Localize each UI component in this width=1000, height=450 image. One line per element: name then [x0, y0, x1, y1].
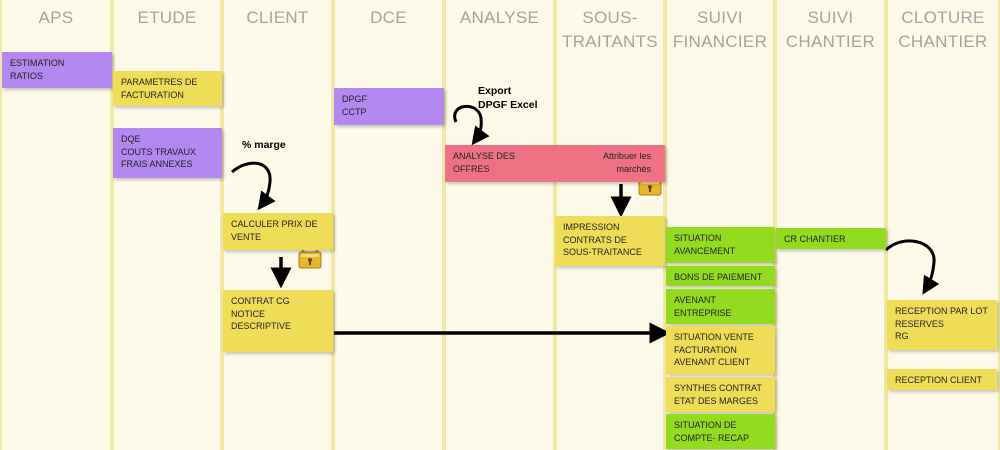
arrow-curve-export: [453, 104, 490, 146]
card-analyse-offres: ANALYSE DES OFFRES: [445, 145, 555, 182]
arrow-curve-cr-chantier: [884, 239, 940, 295]
lane-header-suivi-chantier: SUIVI CHANTIER: [785, 8, 876, 51]
lane-header-dce: DCE: [370, 8, 407, 27]
lane-header-analyse: ANALYSE: [459, 8, 540, 27]
card-situation-avancement: SITUATION AVANCEMENT: [666, 227, 775, 263]
lane-analyse: ANALYSE: [444, 0, 555, 450]
card-synthes-contrat: SYNTHES CONTRAT ETAT DES MARGES: [666, 377, 775, 412]
card-reception-par-lot: RECEPTION PAR LOT RESERVES RG: [887, 300, 997, 350]
card-dpgf-cctp: DPGF CCTP: [334, 88, 444, 125]
lane-header-suivi-financier: SUIVI FINANCIER: [672, 8, 768, 51]
lane-suivi-chantier: SUIVI CHANTIER: [775, 0, 886, 450]
card-estimation-ratios: ESTIMATION RATIOS: [2, 52, 112, 88]
arrow-curve-marge: [231, 161, 276, 211]
card-contrat-cg: CONTRAT CG NOTICE DESCRIPTIVE: [223, 290, 333, 352]
lane-dce: DCE: [333, 0, 444, 450]
lane-suivi-financier: SUIVI FINANCIER: [665, 0, 775, 450]
lane-header-sous-traitants: SOUS- TRAITANTS: [562, 8, 658, 51]
lane-header-aps: APS: [38, 8, 74, 27]
card-reception-client: RECEPTION CLIENT: [887, 369, 997, 390]
card-cr-chantier: CR CHANTIER: [776, 228, 886, 249]
card-calculer-prix: CALCULER PRIX DE VENTE: [223, 213, 333, 250]
lane-header-client: CLIENT: [246, 8, 309, 27]
card-situation-compte: SITUATION DE COMPTE- RECAP: [666, 414, 775, 449]
lane-header-cloture-chantier: CLOTURE CHANTIER: [898, 8, 988, 51]
note-marge: % marge: [242, 139, 286, 151]
card-impression-contrats: IMPRESSION CONTRATS DE SOUS-TRAITANCE: [555, 216, 665, 266]
card-bons-paiement: BONS DE PAIEMENT: [666, 266, 775, 286]
note-export-dpgf: Export DPGF Excel: [478, 85, 538, 111]
lane-header-etude: ETUDE: [137, 8, 197, 27]
card-avenant-entreprise: AVENANT ENTREPRISE: [666, 289, 775, 324]
card-attribuer-marches: Attribuer les marchés: [555, 145, 665, 182]
card-situation-vente: SITUATION VENTE FACTURATION AVENANT CLIE…: [666, 326, 775, 374]
card-dqe: DQE COUTS TRAVAUX FRAIS ANNEXES: [113, 128, 222, 178]
card-parametres-facturation: PARAMETRES DE FACTURATION: [113, 71, 222, 106]
